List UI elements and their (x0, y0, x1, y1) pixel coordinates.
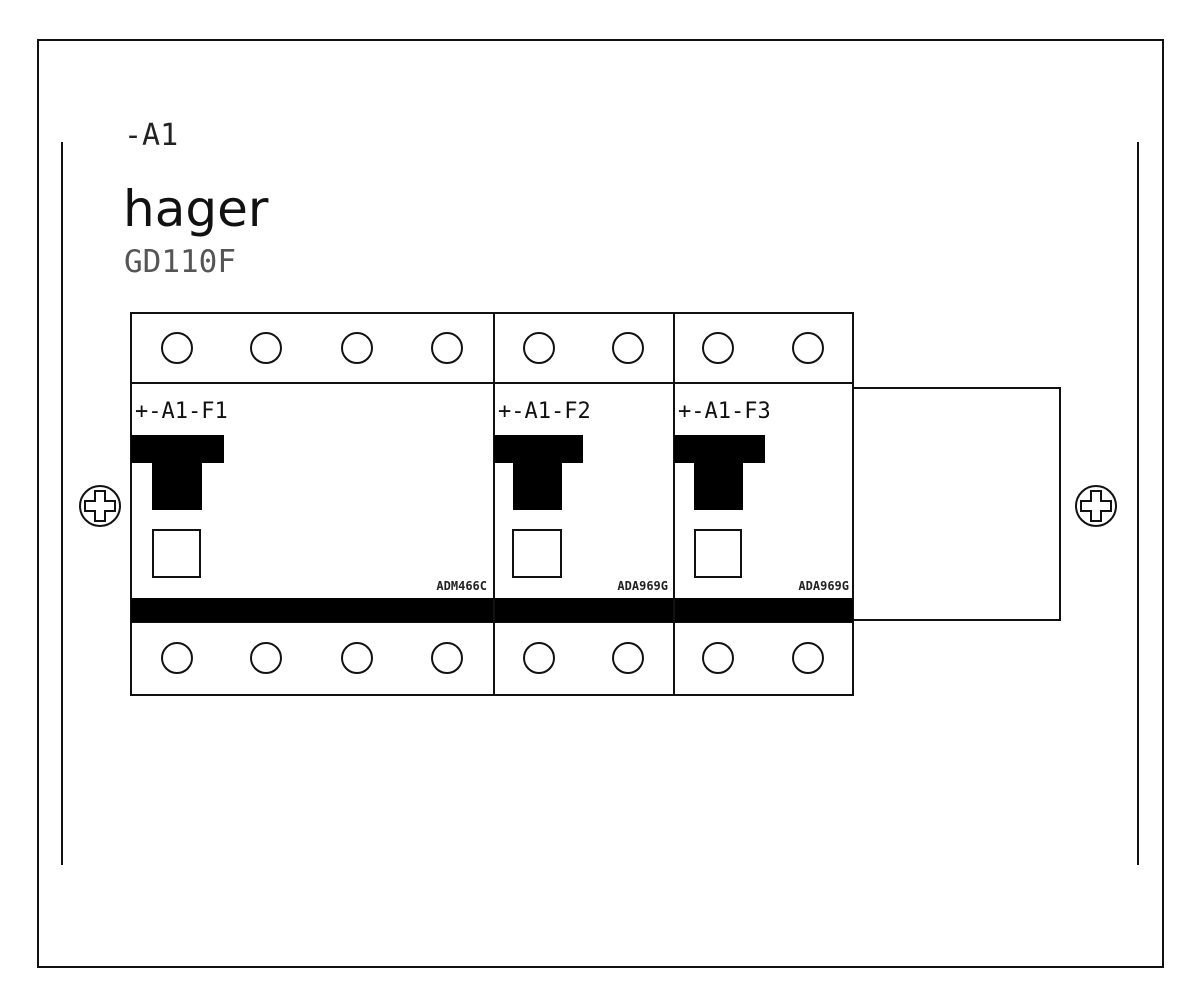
toggle-handle-icon[interactable] (494, 435, 583, 510)
bottom-terminal-icon (792, 642, 824, 674)
top-terminal-icon (702, 332, 734, 364)
screw-left-icon (79, 485, 121, 527)
top-terminal-icon (612, 332, 644, 364)
device-label: +-A1-F3 (678, 399, 771, 424)
top-terminal-icon (431, 332, 463, 364)
device-label: +-A1-F1 (135, 399, 228, 424)
din-rail-bar (131, 598, 853, 622)
top-terminal-icon (792, 332, 824, 364)
bottom-terminal-icon (612, 642, 644, 674)
bottom-terminal-icon (341, 642, 373, 674)
blank-cover (852, 387, 1061, 621)
device-ref: ADA969G (617, 579, 668, 593)
enclosure-frame (37, 39, 1164, 968)
test-button[interactable] (152, 529, 201, 578)
device-f1[interactable]: +-A1-F1 ADM466C (131, 399, 487, 593)
bottom-terminal-icon (523, 642, 555, 674)
toggle-handle-icon[interactable] (674, 435, 765, 510)
device-label: +-A1-F2 (498, 399, 591, 424)
screw-right-icon (1075, 485, 1117, 527)
top-terminal-icon (341, 332, 373, 364)
device-f3[interactable]: +-A1-F3 ADA969G (674, 399, 849, 593)
device-row (130, 312, 854, 696)
device-ref: ADM466C (436, 579, 487, 593)
test-button[interactable] (694, 529, 742, 578)
enclosure-model: GD110F (124, 244, 236, 280)
device-ref: ADA969G (798, 579, 849, 593)
brand-logo: hager (123, 180, 269, 238)
top-terminal-icon (161, 332, 193, 364)
toggle-handle-icon[interactable] (131, 435, 224, 510)
bottom-terminal-icon (431, 642, 463, 674)
bottom-terminal-icon (250, 642, 282, 674)
test-button[interactable] (512, 529, 562, 578)
top-terminal-icon (250, 332, 282, 364)
bottom-terminal-icon (161, 642, 193, 674)
device-f2[interactable]: +-A1-F2 ADA969G (494, 399, 668, 593)
bottom-terminal-icon (702, 642, 734, 674)
enclosure-tag: -A1 (124, 118, 178, 153)
top-terminal-icon (523, 332, 555, 364)
